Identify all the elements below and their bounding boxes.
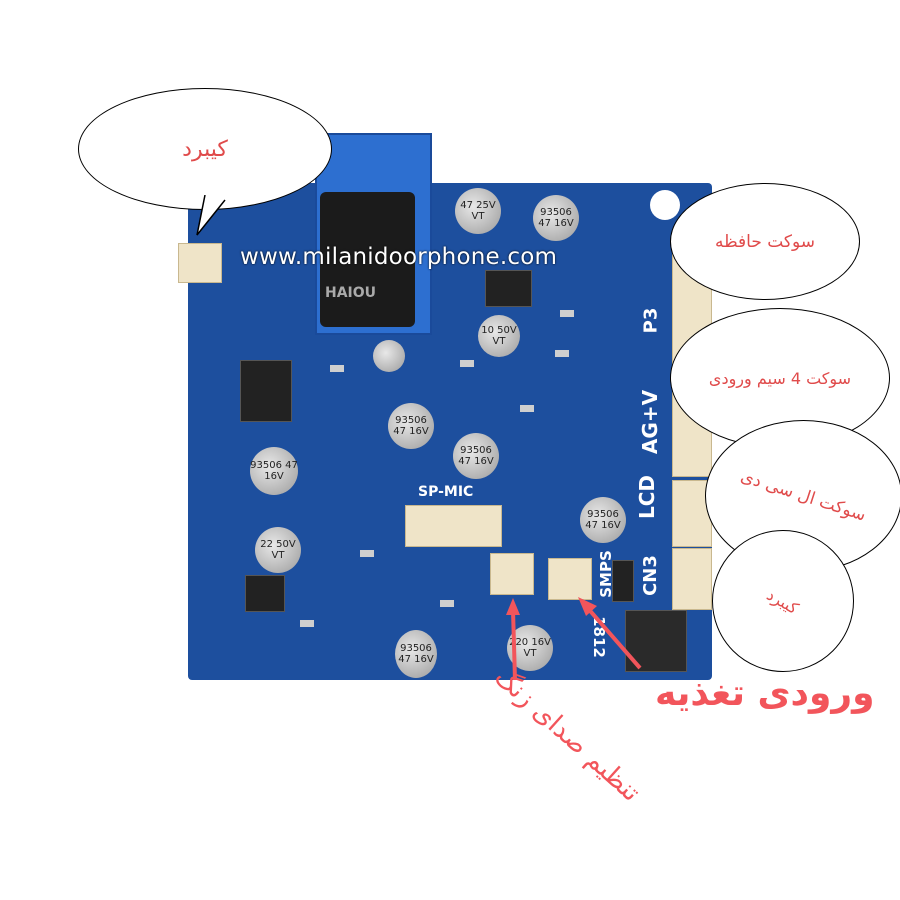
smd-resistor: [560, 310, 574, 317]
capacitor: 47 25V VT: [455, 188, 501, 234]
smd-resistor: [460, 360, 474, 367]
label-power-input: ورودی تغذیه: [655, 673, 875, 714]
capacitor: 93506 47 16V: [250, 447, 298, 495]
keyboard-connector-top: [178, 243, 222, 283]
capacitor: 10 50V VT: [478, 315, 520, 357]
smd-resistor: [440, 600, 454, 607]
capacitor: 93506 47 16V: [388, 403, 434, 449]
sp-mic-connector: [405, 505, 502, 547]
arrow-power-input: [578, 597, 642, 670]
capacitor: 93506 47 16V: [533, 195, 579, 241]
capacitor: 22 50V VT: [255, 527, 301, 573]
smd-resistor: [520, 405, 534, 412]
power-connector: [548, 558, 592, 600]
capacitor-small: [373, 340, 405, 372]
mounting-hole: [650, 190, 680, 220]
arrow-ring-volume: [506, 598, 520, 681]
smd-resistor: [555, 350, 569, 357]
relay-face: [320, 192, 415, 327]
diode-d8: [612, 560, 634, 602]
smd-resistor: [300, 620, 314, 627]
smd-resistor: [330, 365, 344, 372]
ring-connector: [490, 553, 534, 595]
callout-keyboard-right: کیبرد: [712, 530, 854, 672]
ic-u2: [245, 575, 285, 612]
callout-tail: [196, 195, 226, 236]
label-sp-mic: SP-MIC: [418, 484, 474, 500]
website-watermark: www.milanidoorphone.com: [240, 244, 558, 270]
ic: [485, 270, 532, 307]
smd-resistor: [360, 550, 374, 557]
capacitor: 93506 47 16V: [580, 497, 626, 543]
relay-brand: HAIOU: [325, 285, 377, 301]
callout-keyboard-top: کیبرد: [78, 88, 332, 210]
keyboard-connector-right: [672, 548, 712, 610]
capacitor: 93506 47 16V: [453, 433, 499, 479]
ic-u3: [240, 360, 292, 422]
callout-memory-socket: سوکت حافظه: [670, 183, 860, 300]
capacitor: 93506 47 16V: [395, 630, 437, 678]
